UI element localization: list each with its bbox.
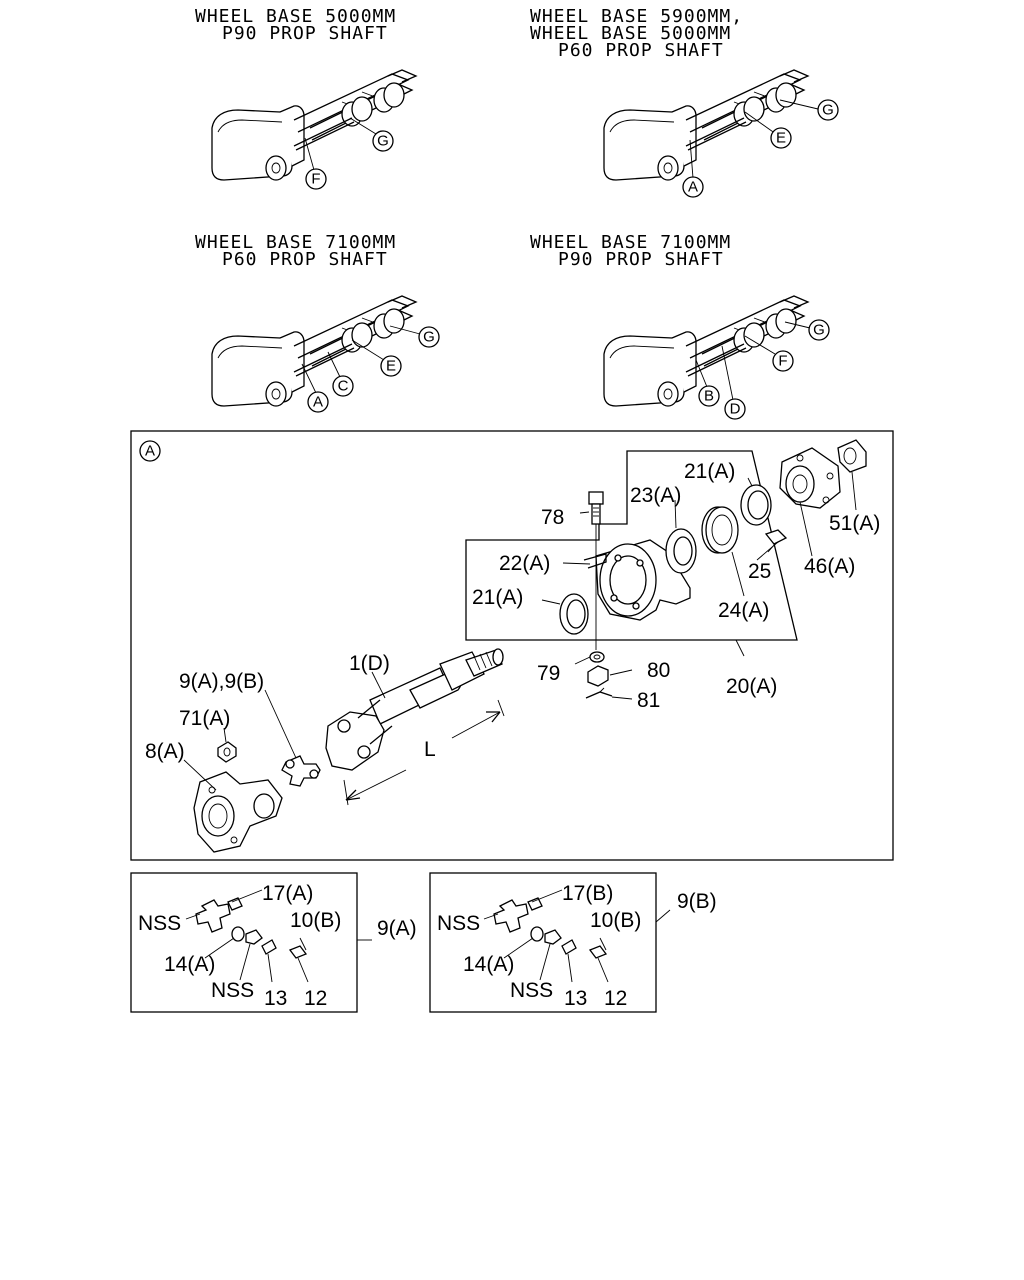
callout-a: A [682,176,704,198]
truck-illustration-3: A C E G [211,295,440,413]
kit-9a-label-13: 13 [264,987,287,1010]
svg-text:F: F [778,353,787,370]
header-1-line1: WHEEL BASE 5000MM [195,6,396,27]
truck-illustration-2: A E G [603,69,839,198]
kit-9b-label-12: 12 [604,987,627,1010]
washer-79 [589,651,605,663]
callout-f: F [305,168,327,190]
label-80: 80 [647,659,670,682]
truck-illustration-4: B D F G [603,295,830,420]
header-4-line2: P90 PROP SHAFT [558,249,724,270]
assembly-outline-20a [465,450,798,641]
leader-lines [183,471,857,791]
svg-text:B: B [704,388,714,405]
callout-a: A [307,391,329,413]
header-1-line2: P90 PROP SHAFT [222,23,388,44]
kit-9a-label-14: 14(A) [164,953,215,976]
callout-f: F [772,350,794,372]
detail-panel-a: A [130,430,894,861]
kit-9b-label-nss-2: NSS [510,979,553,1002]
nut-51a [837,439,867,473]
kit-9b-name: 9(B) [677,890,717,913]
seal-21a-left [559,593,589,635]
kit-9a-label-10: 10(B) [290,909,341,932]
truck-illustration-1: F G [211,69,417,190]
label-23a: 23(A) [630,484,681,507]
header-4-line1: WHEEL BASE 7100MM [530,232,731,253]
svg-text:G: G [423,329,435,346]
label-dimension-l: L [424,738,436,761]
propeller-shaft-1d [325,648,504,771]
detail-tag: A [139,440,161,462]
header-3-line1: WHEEL BASE 7100MM [195,232,396,253]
kit-9b-label-nss-1: NSS [437,912,480,935]
label-9a-9b: 9(A),9(B) [179,670,264,693]
header-2-line3: P60 PROP SHAFT [558,40,724,61]
callout-g: G [808,319,830,341]
kit-9b-label-13: 13 [564,987,587,1010]
kit-9a-label-12: 12 [304,987,327,1010]
kit-9a-label-nss-2: NSS [211,979,254,1002]
callout-d: D [724,398,746,420]
svg-text:F: F [311,171,320,188]
nut-80 [587,665,609,687]
label-46a: 46(A) [804,555,855,578]
bearing-24a [701,506,739,554]
bearing-23a [665,528,697,574]
kit-9b-label-14: 14(A) [463,953,514,976]
svg-text:G: G [377,133,389,150]
svg-text:A: A [688,179,698,196]
nut-71a [217,741,237,763]
svg-text:E: E [776,130,786,147]
callout-g: G [418,326,440,348]
kit-9a-label-17: 17(A) [262,882,313,905]
kit-9b-label-10: 10(B) [590,909,641,932]
svg-text:G: G [813,322,825,339]
callout-c: C [332,375,354,397]
dimension-l [343,699,505,806]
svg-text:D: D [730,401,741,418]
kit-panel-9a: 9(A) 17(A) NSS 10(B) 14(A) NSS 13 12 [130,872,417,1013]
label-1d: 1(D) [349,652,390,675]
label-20a: 20(A) [726,675,777,698]
seal-21a-top [740,484,772,526]
label-78: 78 [541,506,564,529]
callout-b: B [698,385,720,407]
label-71a: 71(A) [179,707,230,730]
svg-text:A: A [145,443,155,460]
universal-joint-9 [281,755,321,787]
label-51a: 51(A) [829,512,880,535]
label-81: 81 [637,689,660,712]
label-79: 79 [537,662,560,685]
callout-g: G [372,130,394,152]
label-8a: 8(A) [145,740,185,763]
callout-e: E [770,127,792,149]
kit-9b-label-17: 17(B) [562,882,613,905]
callout-e: E [380,355,402,377]
label-22a: 22(A) [499,552,550,575]
svg-text:C: C [338,378,349,395]
kit-panel-9b: 9(B) 17(B) NSS 10(B) 14(A) NSS 13 12 [429,872,717,1013]
label-25: 25 [748,560,771,583]
svg-text:E: E [386,358,396,375]
label-21a-left: 21(A) [472,586,523,609]
header-2-line1: WHEEL BASE 5900MM, [530,6,743,27]
svg-text:G: G [822,102,834,119]
grease-fitting-25 [764,529,788,553]
center-bearing-bracket [583,539,691,621]
flange-yoke-46a [779,447,841,509]
kit-9a-label-nss-1: NSS [138,912,181,935]
svg-text:A: A [313,394,323,411]
flange-yoke-8a [193,771,283,853]
label-21a-top: 21(A) [684,460,735,483]
bolt-78 [588,491,604,650]
callout-g: G [817,99,839,121]
header-2-line2: WHEEL BASE 5000MM [530,23,731,44]
kit-9a-name: 9(A) [377,917,417,940]
cotter-pin-81 [585,687,613,699]
header-3-line2: P60 PROP SHAFT [222,249,388,270]
label-24a: 24(A) [718,599,769,622]
